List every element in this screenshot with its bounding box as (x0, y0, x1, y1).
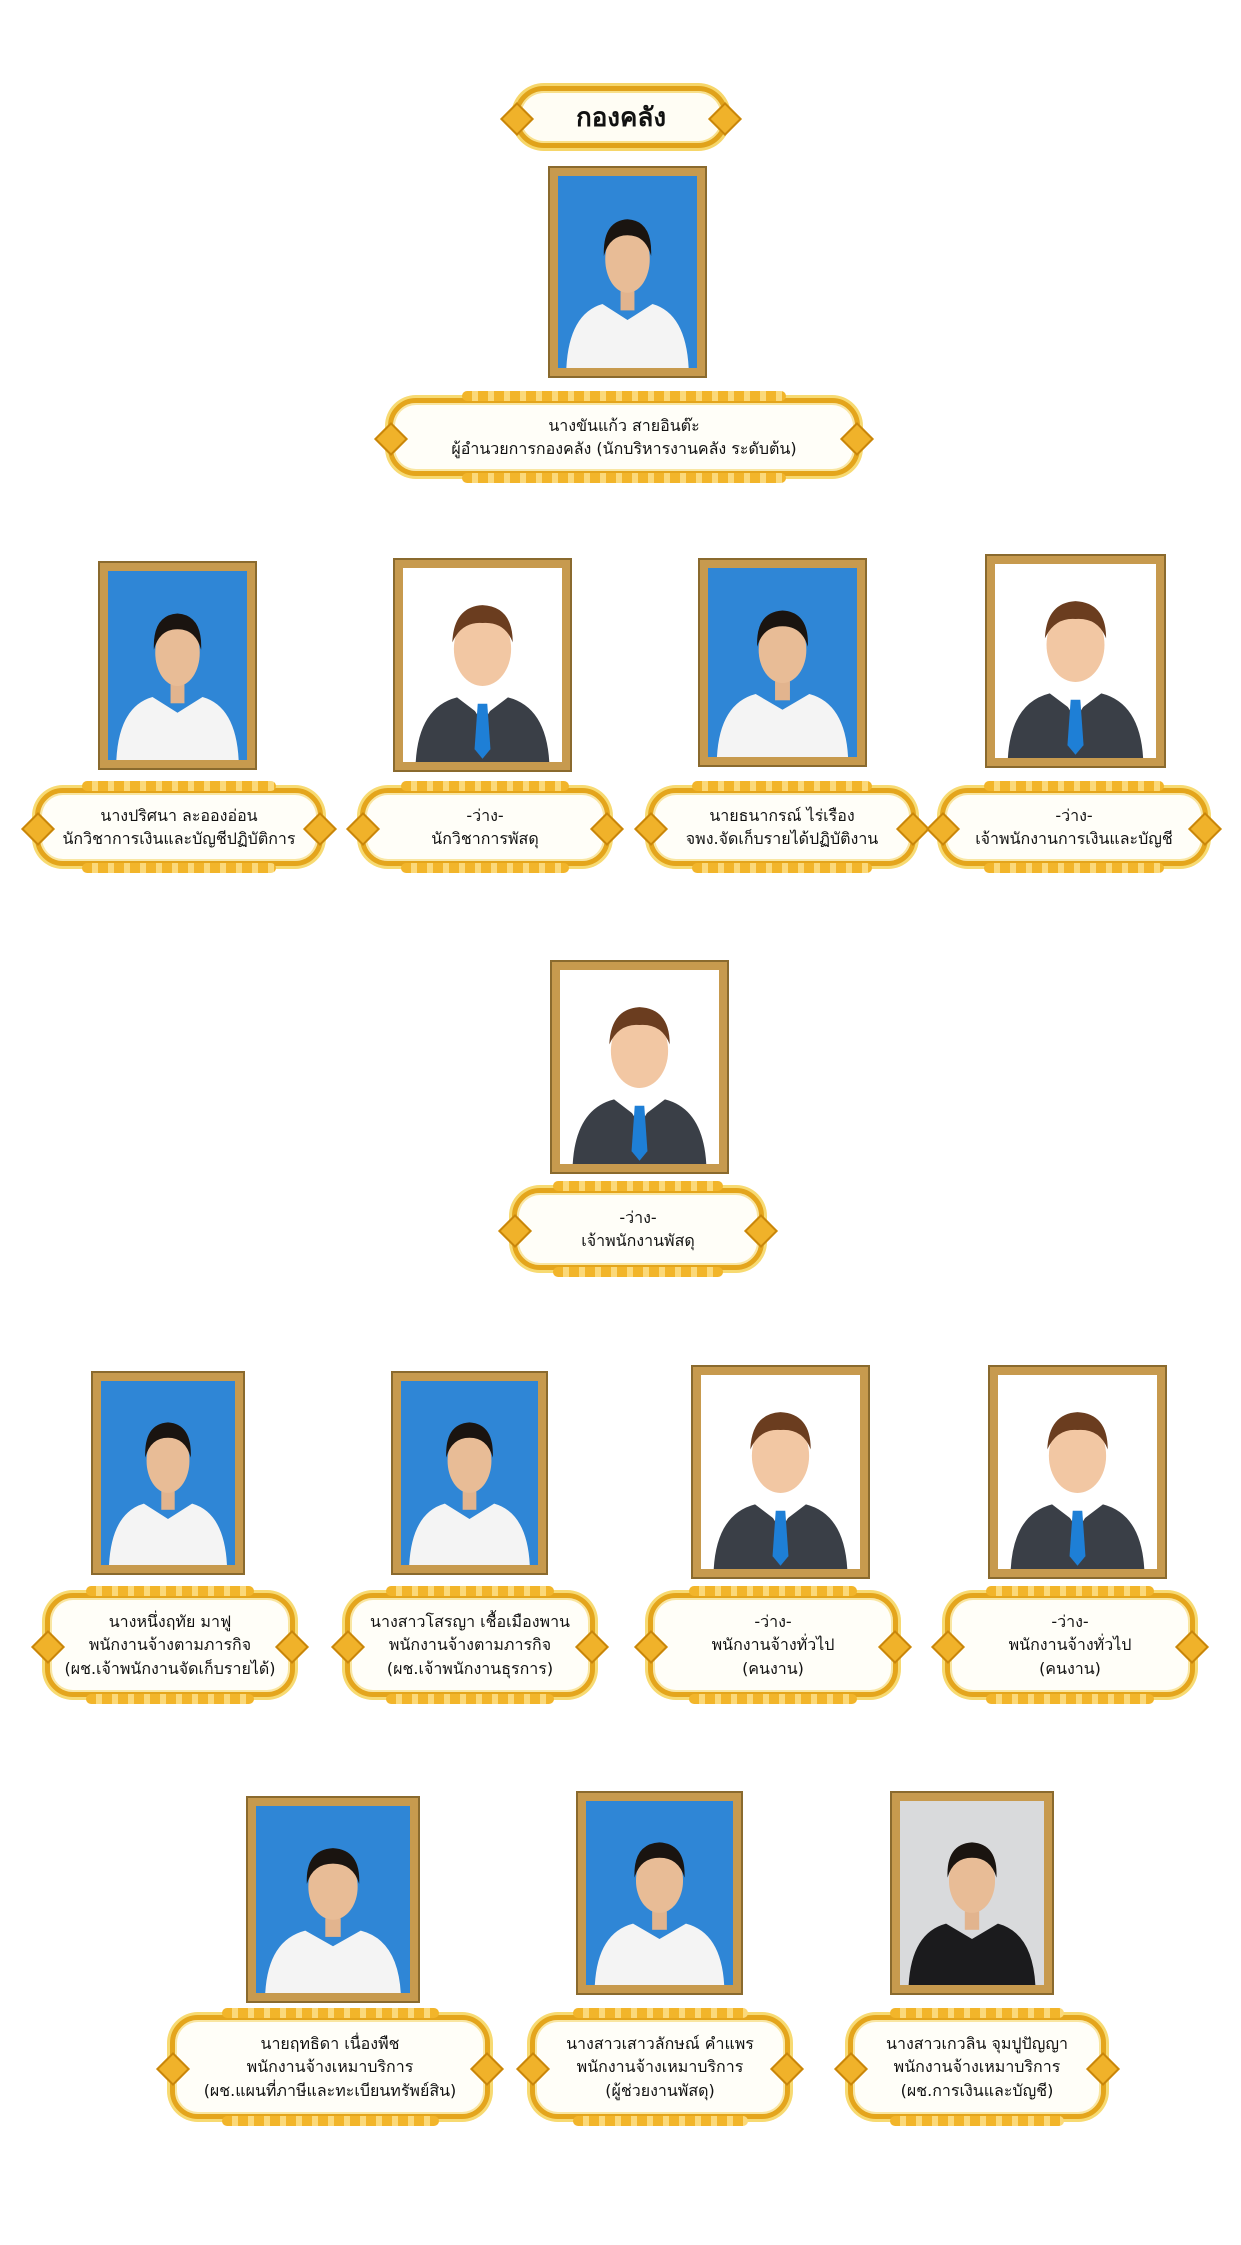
person-position: พนักงานจ้างเหมาบริการ (893, 2057, 1061, 2077)
person-note: (คนงาน) (742, 1658, 804, 1678)
portrait-photo (548, 166, 707, 378)
person-card: นางสาวเกวลิน จุมปูปัญญา พนักงานจ้างเหมาบ… (848, 2008, 1106, 2126)
person-card: นางขันแก้ว สายอินต๊ะ ผู้อำนวยการกองคลัง … (388, 391, 860, 483)
person-card: -ว่าง- เจ้าพนักงานการเงินและบัญชี (940, 781, 1208, 873)
portrait-photo (91, 1371, 245, 1575)
person-name: -ว่าง- (466, 805, 504, 825)
portrait-photo (246, 1796, 420, 2003)
placeholder-avatar-icon (988, 1365, 1167, 1579)
person-note: (ผช.เจ้าพนักงานธุรการ) (386, 1658, 554, 1678)
person-name: -ว่าง- (1051, 1612, 1089, 1632)
person-position: เจ้าพนักงานการเงินและบัญชี (975, 829, 1173, 848)
placeholder-avatar-icon (985, 554, 1166, 768)
person-name: นางหนึ่งฤทัย มาฟู (108, 1612, 232, 1632)
person-position: พนักงานจ้างตามภารกิจ (388, 1635, 552, 1655)
placeholder-avatar-icon (393, 558, 572, 772)
person-position: พนักงานจ้างเหมาบริการ (576, 2057, 744, 2077)
person-position: เจ้าพนักงานพัสดุ (581, 1231, 695, 1250)
department-title: กองคลัง (514, 86, 728, 148)
person-name: -ว่าง- (619, 1207, 657, 1227)
person-name: -ว่าง- (1055, 805, 1093, 825)
person-card: -ว่าง- พนักงานจ้างทั่วไป (คนงาน) (945, 1586, 1195, 1704)
person-name: นางสาวโสรญา เชื้อเมืองพาน (370, 1612, 570, 1632)
person-position: ผู้อำนวยการกองคลัง (นักบริหารงานคลัง ระด… (451, 439, 797, 458)
person-position: นักวิชาการเงินและบัญชีปฏิบัติการ (62, 829, 296, 848)
person-card: นางสาวโสรญา เชื้อเมืองพาน พนักงานจ้างตาม… (345, 1586, 595, 1704)
person-name: นางสาวเสาวลักษณ์ คำแพร (566, 2034, 754, 2054)
person-card: นางหนึ่งฤทัย มาฟู พนักงานจ้างตามภารกิจ (… (45, 1586, 295, 1704)
person-position: พนักงานจ้างทั่วไป (711, 1635, 835, 1655)
person-position: จพง.จัดเก็บรายได้ปฏิบัติงาน (685, 829, 879, 848)
portrait-photo (391, 1371, 548, 1575)
person-note: (ผู้ช่วยงานพัสดุ) (605, 2080, 715, 2100)
person-name: นายฤทธิดา เนื่องพืช (260, 2034, 400, 2054)
person-position: นักวิชาการพัสดุ (431, 829, 539, 848)
placeholder-avatar-icon (691, 1365, 870, 1579)
person-name: นางขันแก้ว สายอินต๊ะ (548, 415, 700, 435)
placeholder-avatar-icon (550, 960, 729, 1174)
person-note: (ผช.แผนที่ภาษีและทะเบียนทรัพย์สิน) (203, 2080, 457, 2100)
person-name: นายธนากรณ์ ไร่เรือง (709, 805, 855, 825)
person-card: นายธนากรณ์ ไร่เรือง จพง.จัดเก็บรายได้ปฏิ… (648, 781, 916, 873)
person-name: -ว่าง- (754, 1612, 792, 1632)
person-name: นางปริศนา ละอองอ่อน (100, 805, 258, 825)
person-card: -ว่าง- เจ้าพนักงานพัสดุ (512, 1181, 764, 1277)
person-card: นางปริศนา ละอองอ่อน นักวิชาการเงินและบัญ… (35, 781, 323, 873)
person-position: พนักงานจ้างทั่วไป (1008, 1635, 1132, 1655)
person-name: นางสาวเกวลิน จุมปูปัญญา (886, 2034, 1068, 2054)
person-card: -ว่าง- พนักงานจ้างทั่วไป (คนงาน) (648, 1586, 898, 1704)
person-position: พนักงานจ้างเหมาบริการ (246, 2057, 414, 2077)
portrait-photo (698, 558, 867, 767)
portrait-photo (98, 561, 257, 770)
portrait-photo (890, 1791, 1054, 1995)
person-note: (ผช.การเงินและบัญชี) (900, 2080, 1054, 2100)
portrait-photo (576, 1791, 743, 1995)
person-position: พนักงานจ้างตามภารกิจ (88, 1635, 252, 1655)
person-card: นายฤทธิดา เนื่องพืช พนักงานจ้างเหมาบริกา… (170, 2008, 490, 2126)
person-card: นางสาวเสาวลักษณ์ คำแพร พนักงานจ้างเหมาบร… (530, 2008, 790, 2126)
person-card: -ว่าง- นักวิชาการพัสดุ (360, 781, 610, 873)
person-note: (คนงาน) (1039, 1658, 1101, 1678)
person-note: (ผช.เจ้าพนักงานจัดเก็บรายได้) (64, 1658, 276, 1678)
